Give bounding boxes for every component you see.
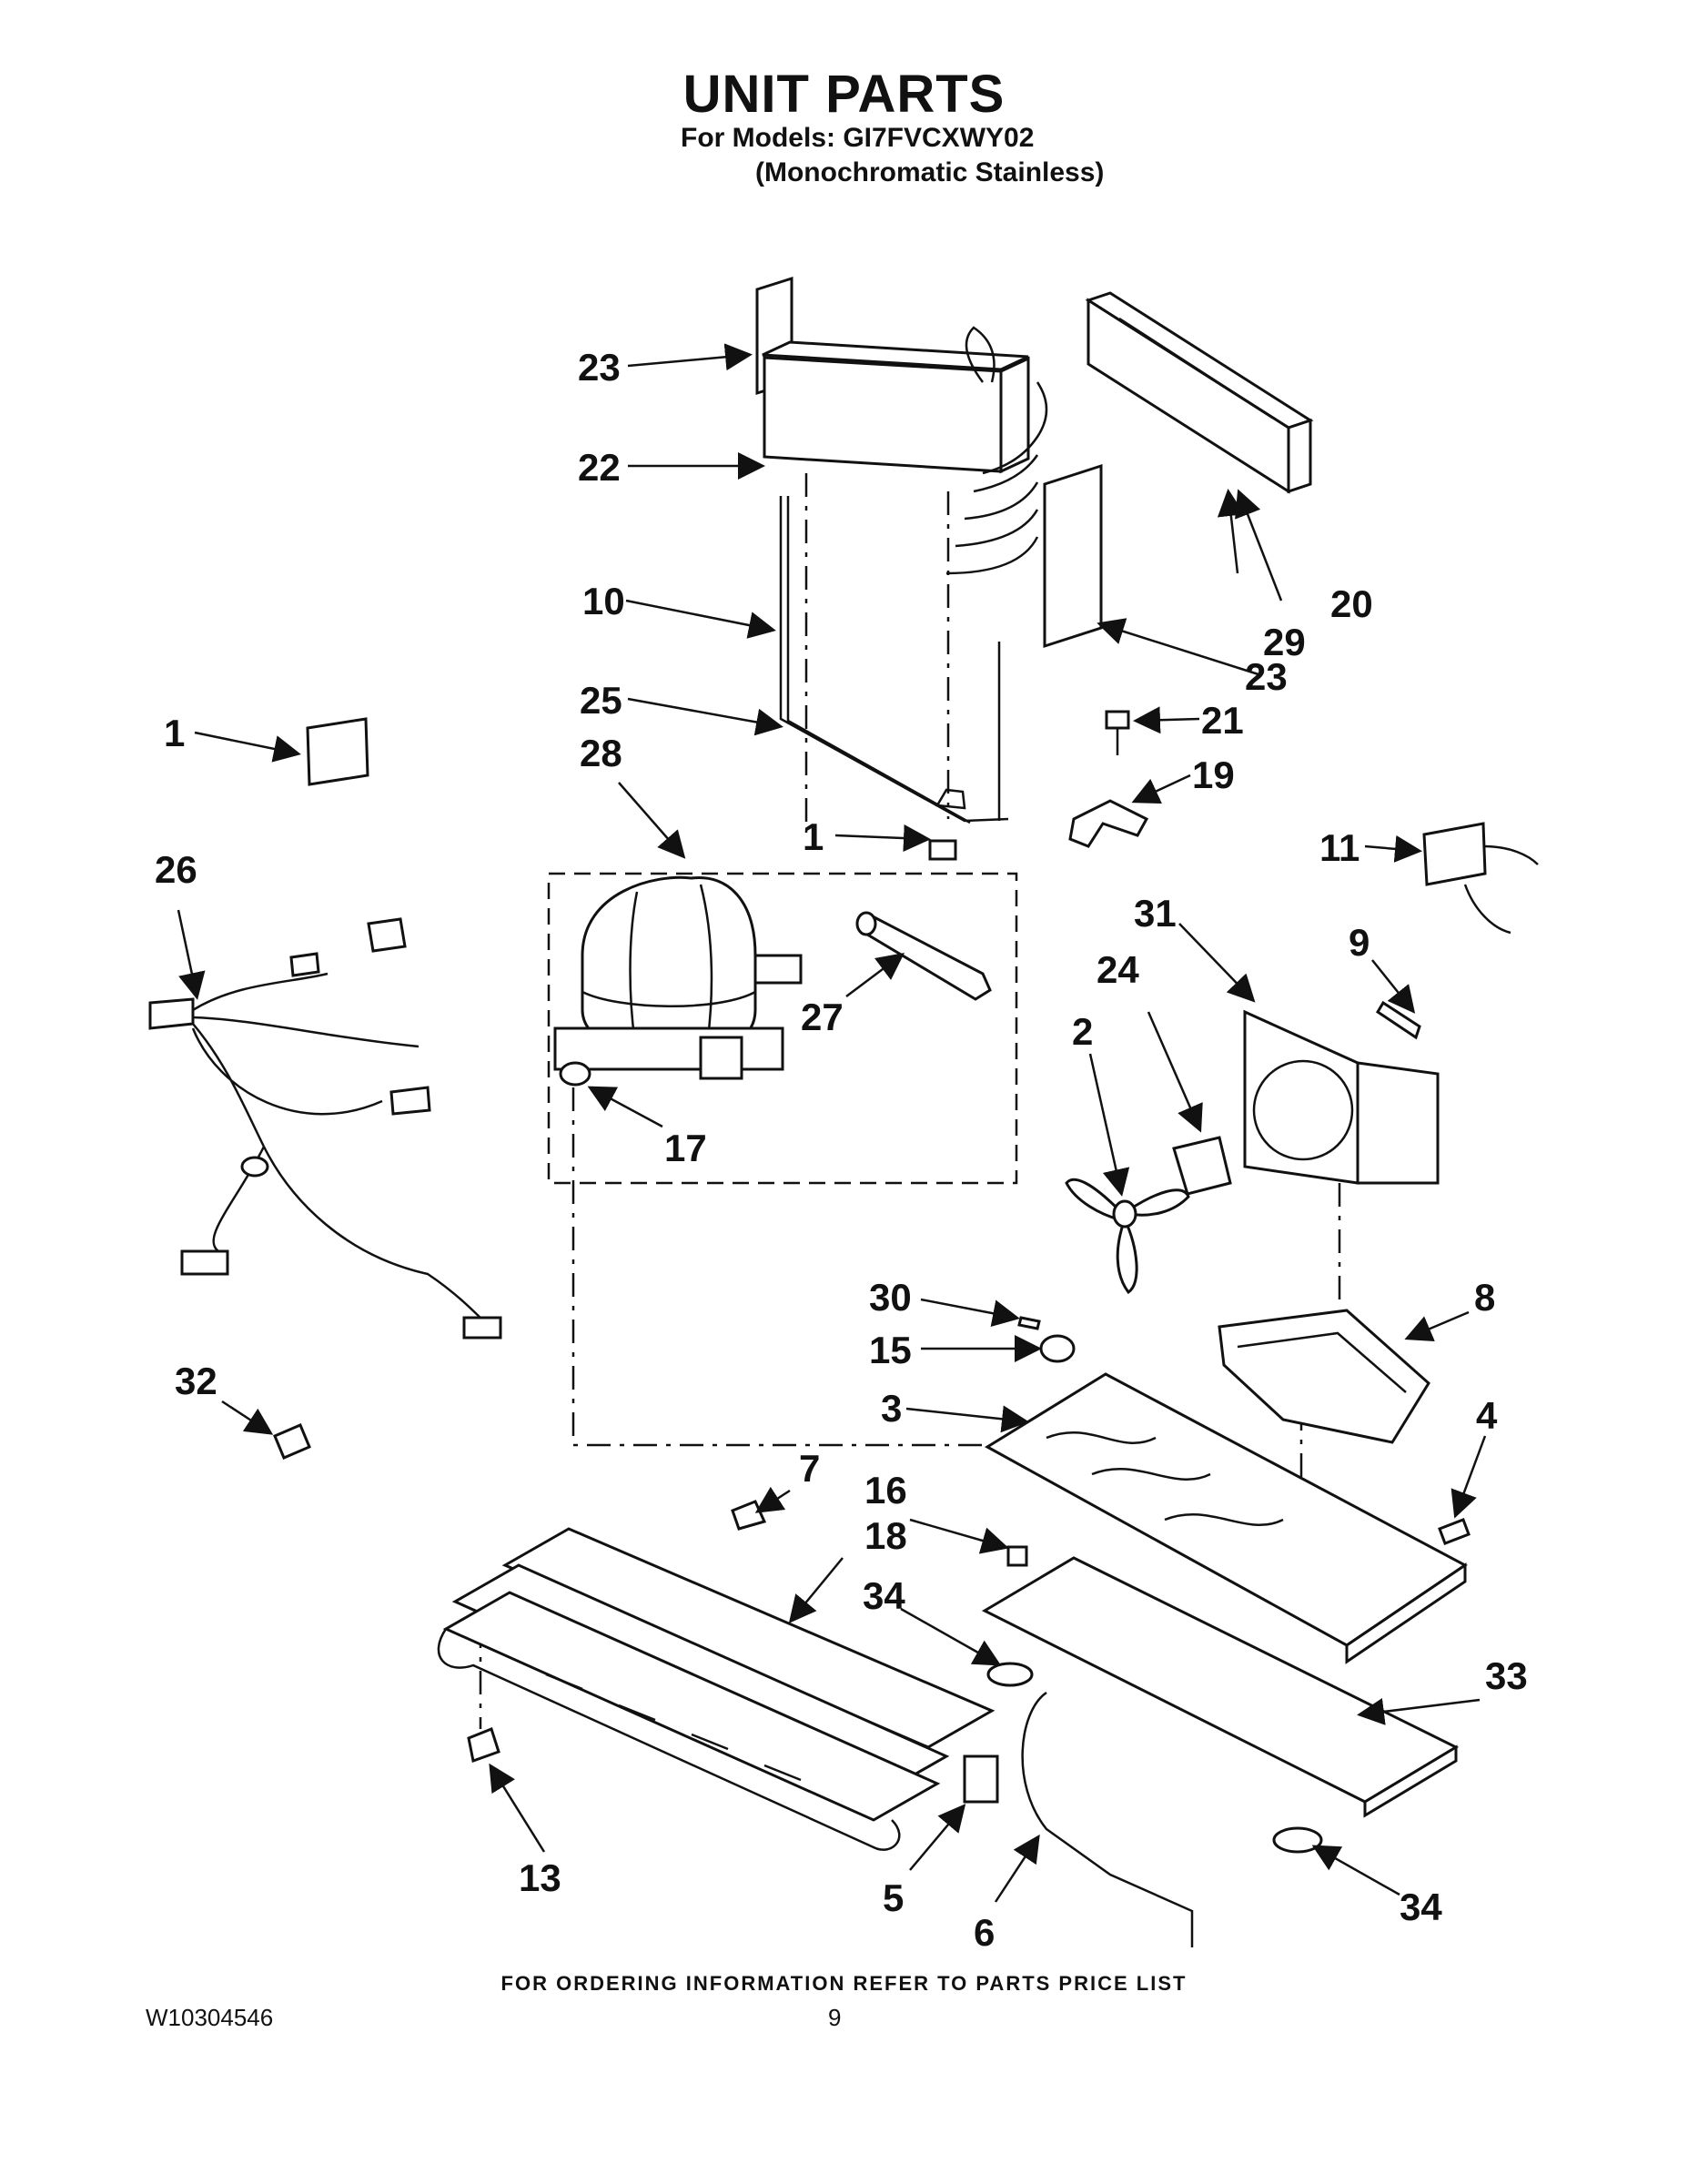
tube [1021,1691,1194,1947]
callout-27: 27 [801,996,844,1038]
callout-7: 7 [799,1447,820,1490]
callout-15: 15 [869,1329,912,1371]
callout-18: 18 [864,1514,907,1557]
callout-1-left: 1 [164,712,185,754]
callout-25: 25 [580,679,622,722]
callout-34-lower: 34 [1400,1886,1442,1928]
evaporator-assembly [755,276,1103,649]
control-module [306,717,369,786]
callout-31: 31 [1134,892,1177,935]
callout-5: 5 [883,1876,904,1919]
callout-26: 26 [155,848,197,891]
callout-6: 6 [974,1911,995,1954]
document-number: W10304546 [146,2004,274,2031]
screw-and-bracket [1068,710,1149,848]
models-line: For Models: GI7FVCXWY02 [681,123,1035,153]
callout-labels: 23 22 10 25 28 20 29 23 21 19 1 1 26 11 … [155,346,1528,1954]
callout-22: 22 [578,446,621,489]
defrost-heater [779,496,1009,824]
fan-shroud [1243,1009,1440,1185]
grommet [559,1061,591,1087]
screw [1375,1000,1421,1040]
callout-29: 29 [1263,621,1306,663]
callout-23-upper: 23 [578,346,621,389]
fan-motor [1172,1136,1232,1196]
callout-8: 8 [1474,1276,1495,1319]
callout-19: 19 [1192,753,1235,796]
callout-33: 33 [1485,1654,1528,1697]
wiring-harness [148,917,502,1340]
base-plate [985,1372,1468,1664]
pin [1017,1316,1041,1330]
filter-drier [855,911,992,1001]
wing-part [731,1500,767,1531]
callout-4: 4 [1476,1394,1498,1437]
leader-lines [177,343,1487,1903]
callout-1-center: 1 [803,815,824,858]
fan-blade [1065,1178,1190,1295]
callout-16: 16 [864,1469,907,1512]
page-title: UNIT PARTS [682,65,1006,124]
clip [467,1727,500,1763]
callout-23-lower: 23 [1245,655,1288,698]
compressor [553,875,803,1080]
callout-34-upper: 34 [863,1574,905,1617]
callout-24: 24 [1097,948,1139,991]
mounting-bracket [1218,1309,1430,1444]
condenser-coil [437,1527,996,1851]
foot-upper [986,1662,1034,1687]
grommet-small [1039,1334,1076,1363]
drain-pan [981,1556,1460,1818]
side-screw [1438,1518,1471,1545]
callout-30: 30 [869,1276,912,1319]
ordering-note: FOR ORDERING INFORMATION REFER TO PARTS … [500,1972,1188,1995]
evaporator-cover [1085,291,1314,494]
screw-16 [1006,1545,1028,1567]
callout-13: 13 [519,1856,561,1899]
callout-17: 17 [664,1127,707,1169]
callout-11: 11 [1319,826,1359,869]
fastener-upper [928,839,957,861]
callout-20: 20 [1330,582,1373,625]
callout-9: 9 [1349,921,1370,964]
foot-lower [1272,1826,1323,1854]
relay-component [1422,822,1539,935]
page-number: 9 [828,2004,842,2031]
compressor-group-outline [547,872,1018,1185]
callout-2: 2 [1072,1010,1093,1053]
callout-10: 10 [582,580,625,622]
callout-28: 28 [580,732,622,774]
callout-3: 3 [881,1387,902,1430]
callout-21: 21 [1201,699,1244,742]
small-fitting [273,1423,311,1460]
cylinder-part [963,1754,999,1804]
callout-32: 32 [175,1360,217,1402]
model-info: For Models: GI7FVCXWY02 (Monochromatic S… [681,121,1104,190]
variant-line: (Monochromatic Stainless) [755,157,1105,187]
